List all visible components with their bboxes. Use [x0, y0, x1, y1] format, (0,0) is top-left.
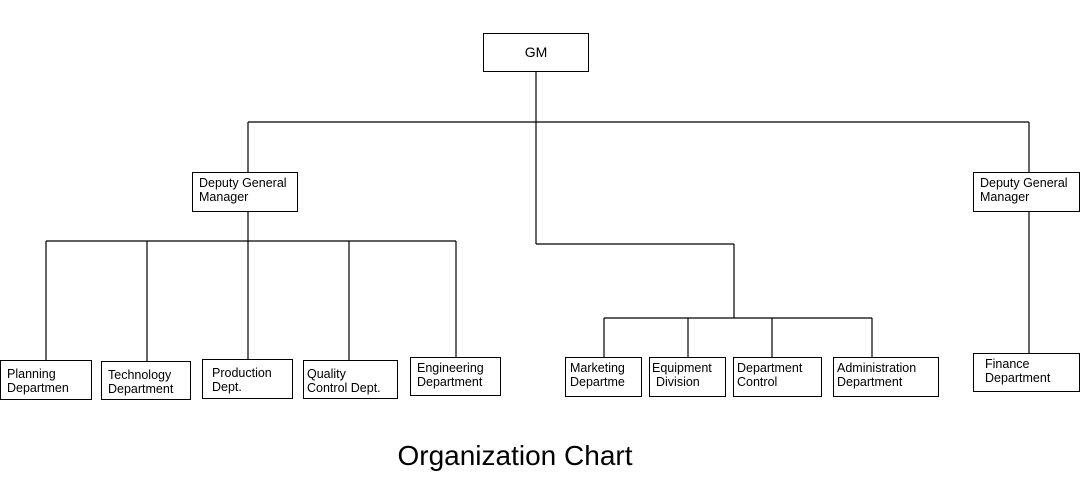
- node-deputy-general-manager-right: Deputy General Manager: [973, 172, 1080, 212]
- node-label-line2: Dept.: [212, 380, 242, 394]
- node-production-dept: Production Dept.: [202, 359, 293, 399]
- node-label-line2: Departme: [570, 375, 625, 389]
- node-label-line1: Technology: [108, 368, 172, 382]
- node-finance-department: Finance Department: [973, 353, 1080, 392]
- node-marketing-department: Marketing Departme: [565, 357, 642, 397]
- node-label-line1: Finance: [985, 357, 1030, 371]
- node-label-line2: Departmen: [7, 381, 69, 395]
- node-label-line1: Department: [737, 361, 803, 375]
- node-technology-department: Technology Department: [101, 361, 191, 400]
- node-label-line1: Equipment: [652, 361, 712, 375]
- node-label-line2: Department: [837, 375, 903, 389]
- node-deputy-general-manager-left: Deputy General Manager: [192, 172, 298, 212]
- node-planning-department: Planning Departmen: [0, 360, 92, 400]
- node-label-line1: Administration: [837, 361, 917, 375]
- node-label-line1: Planning: [7, 367, 56, 381]
- node-label-line1: Marketing: [570, 361, 625, 375]
- chart-title: Organization Chart: [397, 440, 633, 471]
- node-label-line2: Department: [108, 382, 174, 396]
- node-department-control: Department Control: [733, 357, 822, 397]
- node-label-line1: Quality: [307, 367, 346, 381]
- node-administration-department: Administration Department: [833, 357, 939, 397]
- node-engineering-department: Engineering Department: [410, 357, 501, 396]
- node-gm: GM: [483, 33, 589, 72]
- node-equipment-division: Equipment Division: [649, 357, 726, 397]
- node-label-line2: Manager: [980, 190, 1030, 204]
- node-label-line2: Division: [656, 375, 700, 389]
- node-label-line2: Manager: [199, 190, 249, 204]
- node-label-line2: Control Dept.: [307, 381, 381, 395]
- node-label-line1: Production: [212, 366, 272, 380]
- node-gm-label: GM: [524, 44, 548, 60]
- node-label-line2: Department: [985, 371, 1051, 385]
- node-label-line1: Deputy General: [980, 176, 1068, 190]
- node-label-line1: Engineering: [417, 361, 484, 375]
- node-label-line1: Deputy General: [199, 176, 287, 190]
- node-quality-control-dept: Quality Control Dept.: [303, 360, 398, 399]
- node-label-line2: Control: [737, 375, 778, 389]
- node-label-line2: Department: [417, 375, 483, 389]
